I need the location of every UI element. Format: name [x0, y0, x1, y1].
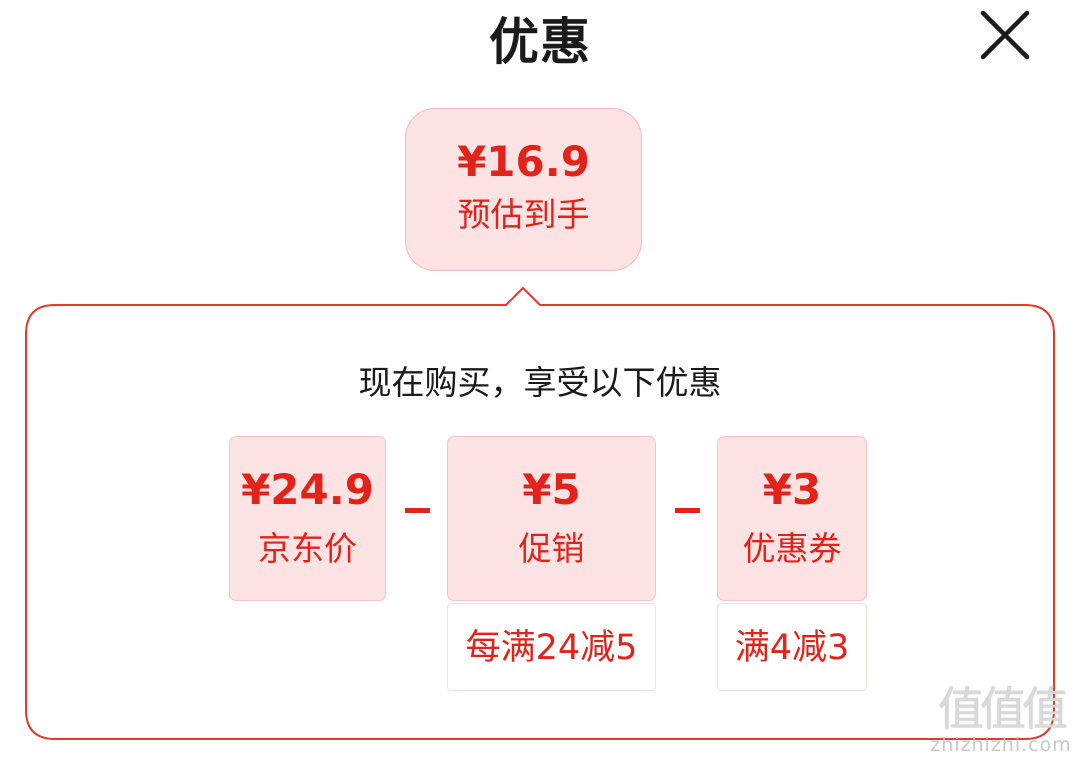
card-label: 优惠券	[742, 529, 842, 568]
minus-operator	[405, 508, 430, 513]
jd-price-card: ¥24.9 京东价	[229, 436, 386, 601]
site-watermark: 值值值 zhizhizhi.com	[926, 684, 1076, 762]
dialog-title: 优惠	[489, 13, 591, 71]
promotion-detail: 每满24减5	[447, 603, 656, 691]
watermark-site: zhizhizhi.com	[930, 734, 1072, 756]
estimated-price-box: ¥16.9 预估到手	[405, 108, 642, 271]
coupon-card: ¥3 优惠券	[717, 436, 867, 601]
promotion-card: ¥5 促销	[447, 436, 656, 601]
estimated-price-label: 预估到手	[457, 195, 590, 234]
card-label: 京东价	[258, 529, 357, 568]
card-amount: ¥24.9	[241, 465, 374, 514]
close-icon	[980, 10, 1030, 60]
card-label: 促销	[518, 529, 585, 568]
close-button[interactable]	[978, 8, 1032, 62]
discount-subtitle: 现在购买，享受以下优惠	[358, 363, 722, 402]
card-amount: ¥3	[762, 465, 822, 514]
minus-operator	[675, 508, 700, 513]
estimated-price: ¥16.9	[457, 137, 590, 186]
coupon-detail: 满4减3	[717, 603, 867, 691]
watermark-logo: 值值值	[938, 682, 1068, 736]
card-amount: ¥5	[522, 465, 581, 514]
